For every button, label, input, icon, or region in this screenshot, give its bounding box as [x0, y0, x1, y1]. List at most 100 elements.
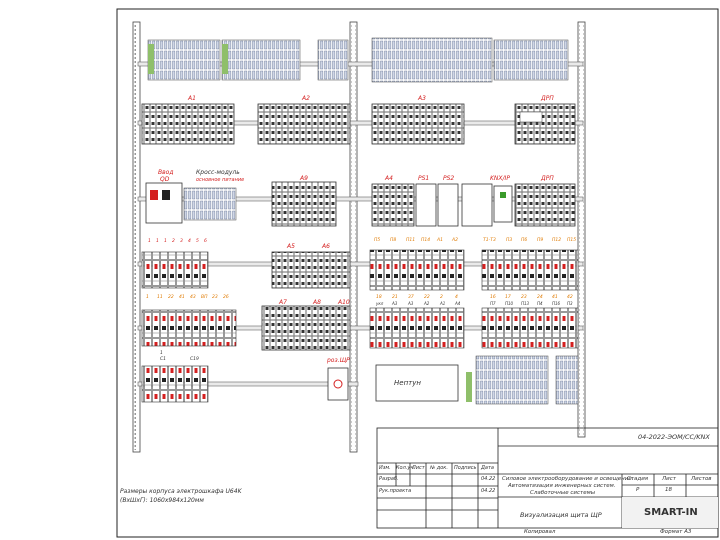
row4-marker: 4	[455, 295, 458, 300]
row5-left-marker: 22	[168, 295, 174, 300]
label-main-power: основное питание	[196, 177, 245, 183]
row3-left-marker: 6	[204, 239, 207, 244]
row4-sub: А1	[440, 301, 446, 306]
header-list: Лист	[412, 465, 425, 471]
row4-sub: А3	[392, 301, 398, 306]
label-a2: A2	[302, 95, 310, 102]
row4-sub: А3	[408, 301, 414, 306]
label-cross-module: Кросс-модуль	[196, 169, 240, 176]
format-label: Формат А3	[660, 529, 692, 535]
row-6-devices	[141, 355, 579, 405]
center-vertical-rail	[349, 21, 358, 453]
row3-marker: П5	[374, 238, 381, 243]
row4-sub: П4	[537, 301, 543, 306]
row3-marker: П8	[390, 238, 397, 243]
logo-area	[622, 497, 718, 528]
row5-left-marker: ВП	[201, 295, 208, 300]
row5-left-marker: 11	[157, 295, 163, 300]
stamp-stadia-value: Р	[636, 487, 640, 493]
label-a9: A9	[300, 175, 308, 182]
label-a8: A8	[313, 299, 321, 306]
stamp-stadia: Стадия	[627, 476, 649, 482]
cabinet-size-note-line-1: Размеры корпуса электрошкафа U64K	[120, 488, 242, 495]
smart-in-logo: SMART-IN	[644, 507, 698, 518]
row3-marker: П11	[406, 238, 416, 243]
row4-sub: П3	[567, 301, 573, 306]
cabinet-size-note-line-2: (ВхШхГ): 1060х984х120мм	[120, 497, 204, 504]
row4-marker: 41	[552, 295, 558, 300]
row3-marker: П3	[506, 238, 513, 243]
label-knx-ip: KNX/IP	[490, 175, 510, 182]
header-kol-uch: Кол.уч.	[396, 465, 415, 471]
label-neptun: Нептун	[394, 379, 421, 387]
row4-marker: 21	[392, 295, 398, 300]
row4-marker: 2	[440, 295, 443, 300]
row3-left-marker: 5	[196, 239, 199, 244]
label-vvod: Ввод	[158, 169, 174, 176]
row3-marker: П15	[567, 238, 577, 243]
label-a7: A7	[279, 299, 287, 306]
row5-left-marker: 26	[223, 295, 229, 300]
row3-marker: А1	[437, 238, 443, 243]
header-data: Дата	[481, 465, 494, 471]
kopiroval-label: Копировал	[524, 529, 556, 535]
left-vertical-rail	[132, 21, 141, 453]
row4-marker: 16	[490, 295, 496, 300]
row4-marker: 17	[505, 295, 511, 300]
row4-marker: 42	[567, 295, 573, 300]
row4-sub: А2	[424, 301, 430, 306]
row3-marker: П14	[421, 238, 431, 243]
row4-marker: 24	[537, 295, 543, 300]
label-drp-2: ДРП	[541, 175, 554, 182]
row-razrab: Разраб.	[379, 476, 399, 482]
row-ruk-proekta: Рук.проекта	[379, 488, 412, 494]
project-title-3: Слаботочные системы	[530, 490, 596, 496]
actuator-row-2	[141, 103, 576, 145]
label-ps1: PS1	[418, 175, 430, 182]
row4-sub: П7	[490, 301, 496, 306]
header-izm: Изм.	[379, 465, 391, 471]
row4-marker: 22	[424, 295, 430, 300]
row3-marker: П6	[521, 238, 528, 243]
row6-left-marker: С1	[160, 357, 167, 362]
row6-left-marker: 1	[160, 351, 163, 356]
row4-sub: П10	[505, 301, 514, 306]
sheet-title: Визуализация щита ЩР	[520, 511, 602, 519]
row5-left-marker: 23	[212, 295, 218, 300]
row3-left-marker: 1	[148, 239, 151, 244]
row6-left-marker: С19	[190, 357, 199, 362]
header-podpis: Подпись	[454, 465, 477, 471]
row3-marker: П12	[552, 238, 562, 243]
row5-left-marker: 1	[146, 295, 149, 300]
label-drp-1: ДРП	[541, 95, 554, 102]
ruk-date: 04.22	[481, 488, 496, 494]
row-5-breakers	[141, 305, 579, 351]
drawing-code: 04-2022-ЭОМ/СС/KNX	[638, 433, 710, 441]
label-roz-shchr: роз.ЩР	[327, 357, 350, 364]
row3-marker: Т1-Т3	[483, 238, 496, 243]
stamp-list: Лист	[662, 476, 676, 482]
row4-sub: укл	[376, 301, 384, 306]
row3-left-marker: 1	[156, 239, 159, 244]
row3-left-marker: 3	[180, 239, 183, 244]
label-ps2: PS2	[443, 175, 455, 182]
label-qd: QD	[160, 176, 170, 183]
row4-marker: 18	[376, 295, 382, 300]
label-a3: A3	[418, 95, 426, 102]
row4-marker: 23	[521, 295, 527, 300]
header-n-dok: № док.	[430, 465, 448, 471]
razrab-date: 04.22	[481, 476, 496, 482]
label-a5: A5	[287, 243, 295, 250]
row5-left-marker: 41	[179, 295, 185, 300]
row4-sub: А4	[455, 301, 461, 306]
row4-sub: П13	[521, 301, 530, 306]
stamp-listov: Листов	[691, 476, 712, 482]
project-title-1: Силовое электрооборудование и освещение.	[502, 476, 634, 482]
row4-marker: 37	[408, 295, 414, 300]
row3-marker: П9	[537, 238, 544, 243]
row5-left-marker: 43	[190, 295, 196, 300]
din-rails	[137, 61, 584, 387]
right-vertical-rail	[577, 21, 586, 438]
terminal-block-row-1	[147, 37, 569, 83]
